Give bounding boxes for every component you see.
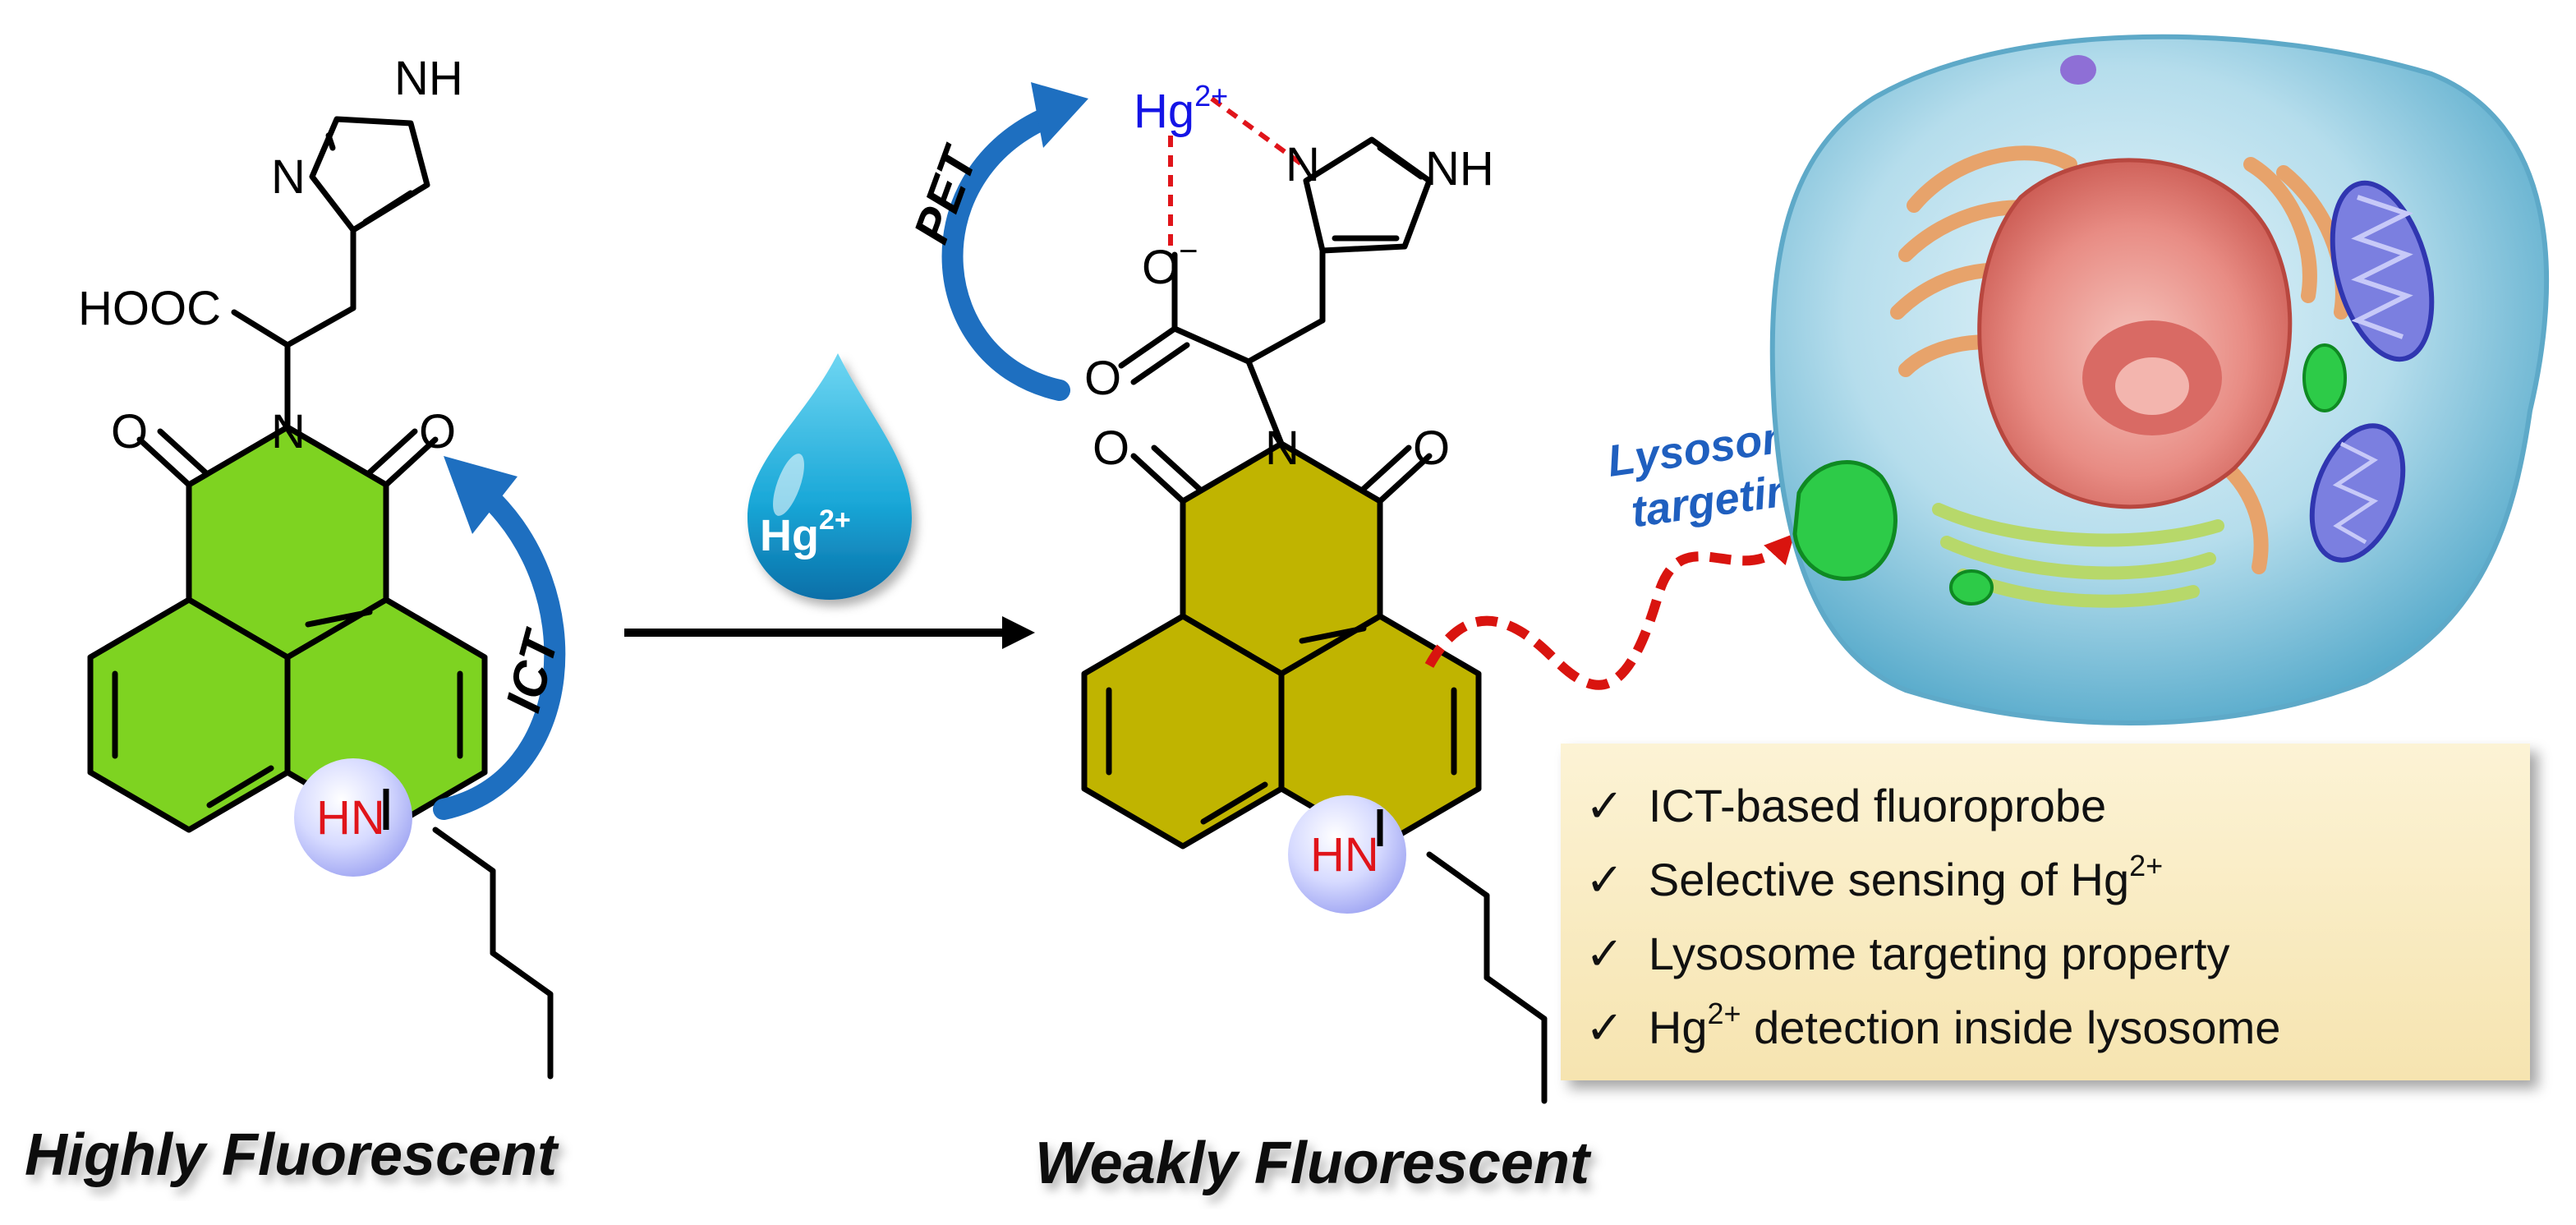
mitochondrion-1 — [2330, 180, 2435, 362]
right-amine-label: HN — [1310, 828, 1379, 882]
left-imidazole-n: N — [271, 150, 306, 204]
right-imidazole-n: N — [1286, 138, 1320, 191]
lysosome-small-2 — [1949, 569, 1994, 606]
left-carbonyl-o-right: O — [419, 405, 456, 458]
left-ring-fill — [87, 424, 488, 833]
ict-arrow — [433, 482, 566, 820]
feature-item-3: ✓Lysosome targeting property — [1585, 928, 2230, 979]
lysosome-large — [1792, 460, 1898, 581]
right-imidazole-nh: NH — [1425, 142, 1494, 196]
feature-item-4: ✓Hg2+ detection inside lysosome — [1585, 997, 2280, 1053]
left-amine-highlight — [294, 758, 412, 877]
left-imidazole-nh: NH — [394, 52, 463, 105]
left-cooh-label: HOOC — [78, 282, 221, 335]
right-metal-label: Hg2+ — [1134, 79, 1228, 138]
caption-highly-fluorescent: Highly Fluorescent — [25, 1122, 559, 1188]
right-carbonyl-o-right: O — [1413, 421, 1450, 475]
right-amine-highlight — [1288, 795, 1406, 914]
targeting-wavy-arrow — [1424, 533, 1795, 690]
feature-item-2: ✓Selective sensing of Hg2+ — [1585, 849, 2163, 905]
left-imide-n: N — [271, 405, 306, 458]
caption-weakly-fluorescent: Weakly Fluorescent — [1035, 1131, 1592, 1196]
drop-hg-label: Hg2+ — [760, 504, 851, 560]
right-probe-molecule — [1081, 96, 1548, 1104]
feature-item-1: ✓ICT-based fluoroprobe — [1585, 780, 2106, 831]
lysosome-small-1 — [2302, 343, 2347, 412]
features-box: ✓ICT-based fluoroprobe ✓Selective sensin… — [1561, 744, 2530, 1080]
hg-drop — [748, 353, 912, 600]
cell-illustration — [1769, 34, 2550, 725]
left-carbonyl-o-left: O — [111, 405, 148, 458]
left-amine-label: HN — [316, 791, 385, 845]
pet-arrow — [941, 108, 1070, 401]
right-imide-n: N — [1265, 421, 1300, 475]
right-labels: Hg2+ O− O N NH N O O HN — [1084, 79, 1494, 882]
right-carboxylate-o: O− — [1142, 233, 1198, 294]
right-carbonyl-o-left: O — [1092, 421, 1129, 475]
right-carbonyl-o-acid: O — [1084, 352, 1121, 405]
left-labels: HOOC N NH N O O HN — [78, 52, 463, 845]
